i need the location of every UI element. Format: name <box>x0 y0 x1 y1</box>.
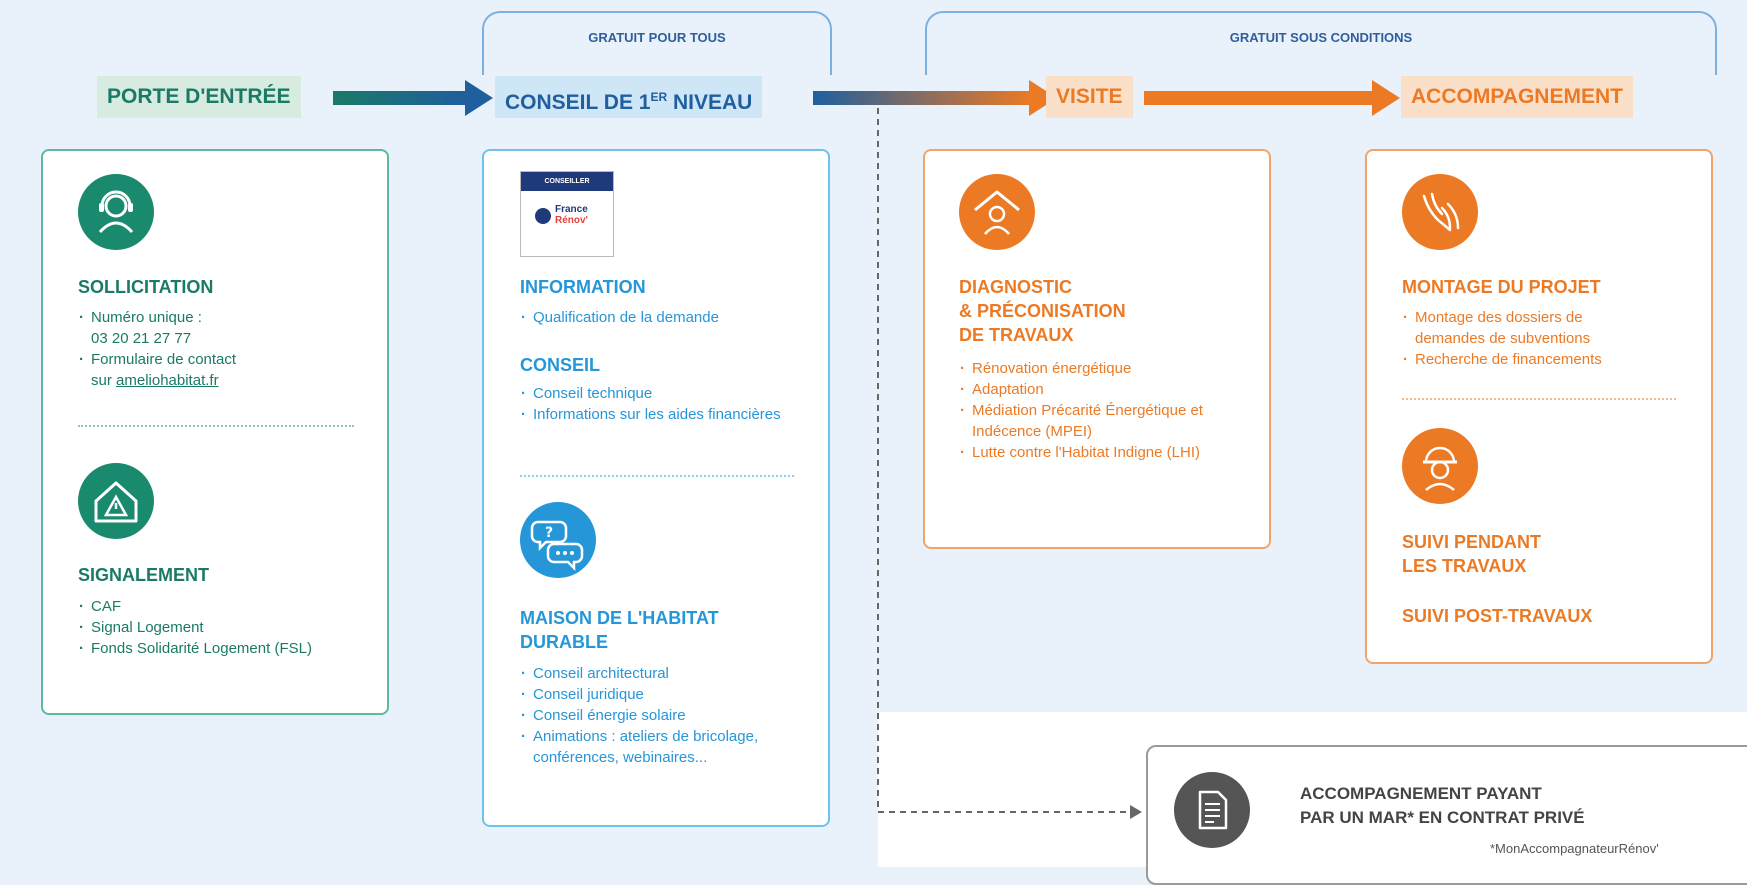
arrow-head-1 <box>465 80 493 116</box>
list-item: Conseil technique <box>520 383 790 404</box>
list-item: Médiation Précarité Énergétique et Indéc… <box>959 400 1212 442</box>
list-item: Lutte contre l'Habitat Indigne (LHI) <box>959 442 1262 463</box>
sollicitation-title: SOLLICITATION <box>78 277 214 297</box>
stage-entry: PORTE D'ENTRÉE <box>97 76 301 118</box>
suivi-post-travaux-title: SUIVI POST-TRAVAUX <box>1402 606 1593 626</box>
logo-header: CONSEILLER <box>521 172 613 191</box>
stage-support: ACCOMPAGNEMENT <box>1401 76 1633 118</box>
list-item: Montage des dossiers de demandes de subv… <box>1402 307 1645 349</box>
headset-user-icon <box>78 174 154 250</box>
information-list: Qualification de la demande <box>520 307 810 328</box>
list-item: Signal Logement <box>78 617 348 638</box>
arrow-shaft-2 <box>813 91 1031 105</box>
house-warning-icon <box>78 463 154 539</box>
paid-footnote: *MonAccompagnateurRénov' <box>1490 841 1659 856</box>
free-for-all-bracket <box>482 11 832 75</box>
chat-bubbles-icon: ? <box>520 502 596 578</box>
worker-helmet-icon <box>1402 428 1478 504</box>
diagnostic-list: Rénovation énergétique Adaptation Médiat… <box>959 358 1249 463</box>
sollicitation-list: Numéro unique :03 20 21 27 77 Formulaire… <box>78 307 368 391</box>
arrow-head-2 <box>1029 80 1057 116</box>
free-conditions-bracket <box>925 11 1717 75</box>
list-item: Fonds Solidarité Logement (FSL) <box>78 638 348 659</box>
arrow-shaft-3 <box>1144 91 1374 105</box>
list-item: Informations sur les aides financières <box>520 404 790 425</box>
list-item: Adaptation <box>959 379 1249 400</box>
stage-visit: VISITE <box>1046 76 1133 118</box>
dashed-arrow-head <box>1130 805 1142 819</box>
logo-mark <box>535 208 551 224</box>
list-item: Qualification de la demande <box>520 307 810 328</box>
list-item: Recherche de financements <box>1402 349 1692 370</box>
free-conditions-label: GRATUIT SOUS CONDITIONS <box>1229 30 1413 45</box>
montage-list: Montage des dossiers de demandes de subv… <box>1402 307 1692 370</box>
signalement-list: CAF Signal Logement Fonds Solidarité Log… <box>78 596 348 659</box>
list-item: CAF <box>78 596 348 617</box>
signalement-title: SIGNALEMENT <box>78 565 210 585</box>
list-item: Conseil énergie solaire <box>520 705 770 726</box>
entry-divider <box>78 425 354 427</box>
conseil-title: CONSEIL <box>520 355 601 375</box>
support-divider <box>1402 398 1676 400</box>
maison-list: Conseil architectural Conseil juridique … <box>520 663 770 768</box>
list-item: Animations : ateliers de bricolage, conf… <box>520 726 770 768</box>
list-item: Numéro unique :03 20 21 27 77 <box>78 307 368 349</box>
information-title: INFORMATION <box>520 277 646 297</box>
stage-first-level-advice: CONSEIL DE 1ER NIVEAU <box>495 76 763 118</box>
list-item: Conseil architectural <box>520 663 770 684</box>
list-item: Rénovation énergétique <box>959 358 1249 379</box>
list-item: Conseil juridique <box>520 684 770 705</box>
flow-arrows <box>333 80 1400 819</box>
advice-divider <box>520 475 794 477</box>
arrow-head-3 <box>1372 80 1400 116</box>
svg-text:?: ? <box>545 525 553 541</box>
hands-icon <box>1402 174 1478 250</box>
ameliohabitat-link[interactable]: ameliohabitat.fr <box>116 372 219 389</box>
conseil-list: Conseil technique Informations sur les a… <box>520 383 790 425</box>
house-person-icon <box>959 174 1035 250</box>
document-icon <box>1174 772 1250 848</box>
arrow-shaft-1 <box>333 91 465 105</box>
free-for-all-label: GRATUIT POUR TOUS <box>588 30 726 45</box>
montage-title: MONTAGE DU PROJET <box>1402 277 1601 297</box>
